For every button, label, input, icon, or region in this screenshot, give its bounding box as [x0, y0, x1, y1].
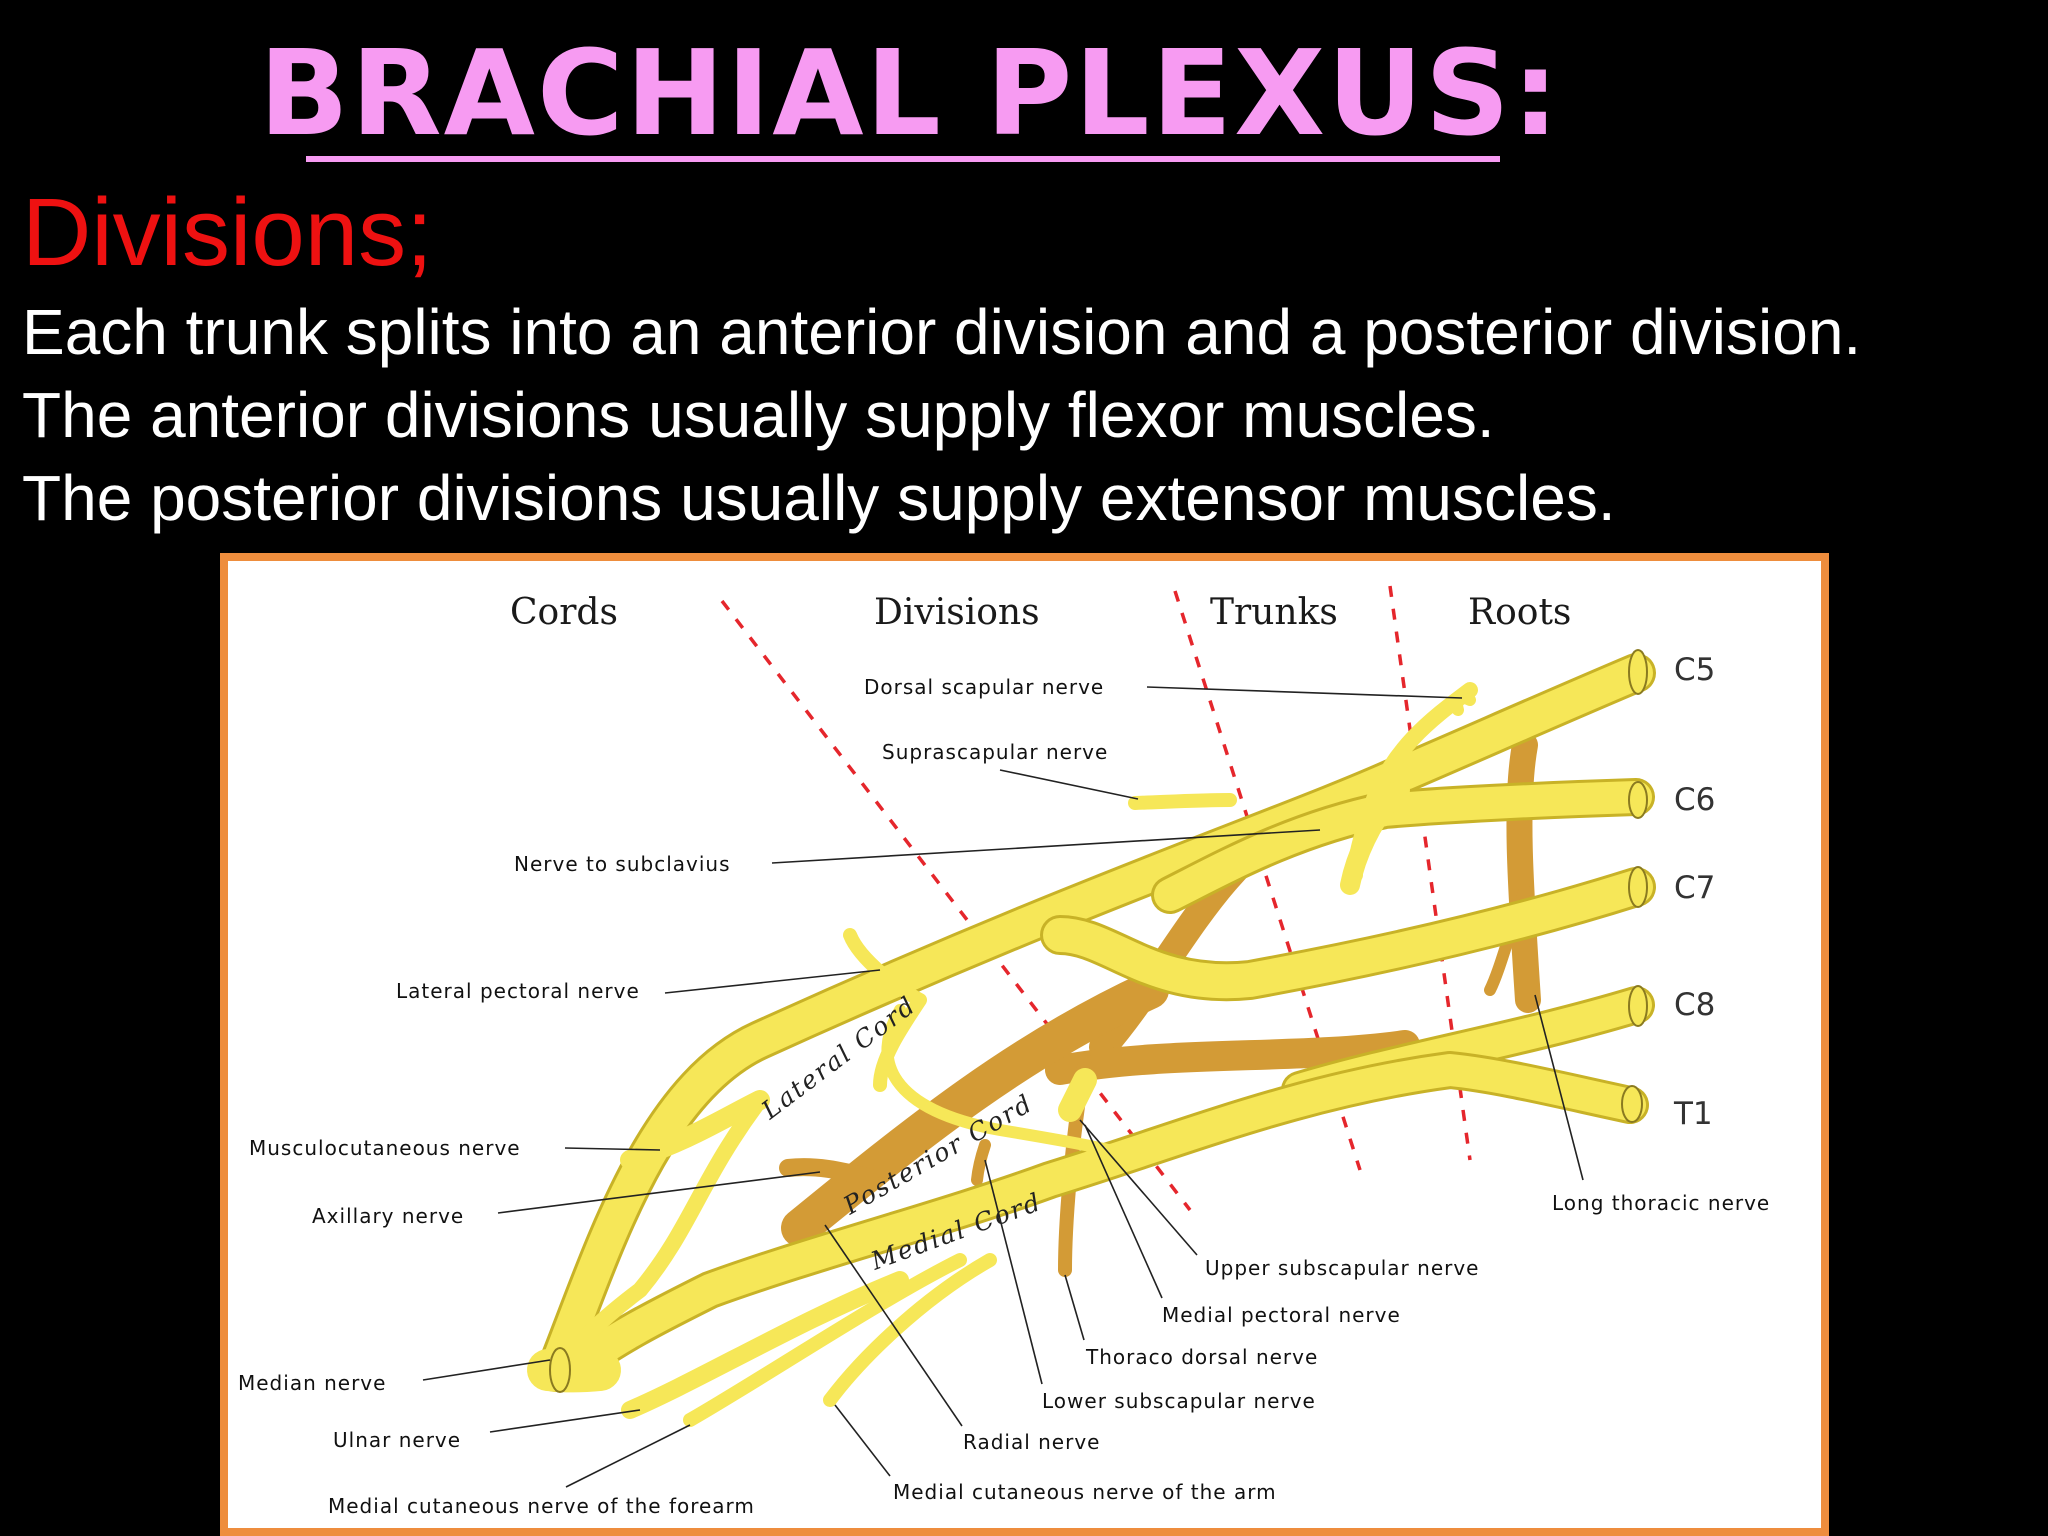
- brachial-plexus-diagram: Cords Divisions Trunks Roots C5 C6 C7 C8…: [238, 585, 1770, 1518]
- leader-lines: [422, 686, 1584, 1488]
- body-line-1: Each trunk splits into an anterior divis…: [22, 296, 1862, 368]
- label-axillary: Axillary nerve: [312, 1204, 464, 1228]
- label-suprascapular: Suprascapular nerve: [882, 740, 1108, 764]
- body-line-2: The anterior divisions usually supply fl…: [22, 379, 1495, 451]
- root-ends: [549, 649, 1648, 1393]
- label-radial: Radial nerve: [963, 1430, 1100, 1454]
- title-underline: [306, 156, 1500, 162]
- root-c5: C5: [1674, 652, 1715, 688]
- label-subclavius: Nerve to subclavius: [514, 852, 731, 876]
- boundary-trunks-roots: [1388, 585, 1472, 1161]
- header-trunks: Trunks: [1210, 592, 1338, 633]
- header-roots: Roots: [1468, 592, 1571, 633]
- label-medial-pectoral: Medial pectoral nerve: [1162, 1303, 1401, 1327]
- root-t1: T1: [1673, 1096, 1713, 1132]
- body-line-3: The posterior divisions usually supply e…: [22, 462, 1616, 534]
- diagram-frame: Cords Divisions Trunks Roots C5 C6 C7 C8…: [220, 553, 1829, 1536]
- slide-subtitle: Divisions;: [22, 179, 433, 286]
- label-median: Median nerve: [238, 1371, 386, 1395]
- header-cords: Cords: [510, 592, 618, 633]
- label-lower-subscapular: Lower subscapular nerve: [1042, 1389, 1316, 1413]
- label-thoracodorsal: Thoraco dorsal nerve: [1085, 1345, 1318, 1369]
- label-medial-cutaneous-forearm: Medial cutaneous nerve of the forearm: [328, 1494, 755, 1518]
- anterior-nerves: [527, 653, 1656, 1427]
- label-medial-cutaneous-arm: Medial cutaneous nerve of the arm: [893, 1480, 1277, 1504]
- slide-title: BRACHIAL PLEXUS:: [258, 24, 1562, 162]
- label-long-thoracic: Long thoracic nerve: [1552, 1191, 1770, 1215]
- label-upper-subscapular: Upper subscapular nerve: [1205, 1256, 1479, 1280]
- root-c7: C7: [1674, 870, 1715, 906]
- label-ulnar: Ulnar nerve: [333, 1428, 461, 1452]
- label-musculocutaneous: Musculocutaneous nerve: [249, 1136, 521, 1160]
- root-c6: C6: [1674, 782, 1715, 818]
- label-dorsal-scapular: Dorsal scapular nerve: [864, 675, 1104, 699]
- header-divisions: Divisions: [874, 592, 1040, 633]
- root-c8: C8: [1674, 987, 1715, 1023]
- label-lateral-pectoral: Lateral pectoral nerve: [396, 979, 640, 1003]
